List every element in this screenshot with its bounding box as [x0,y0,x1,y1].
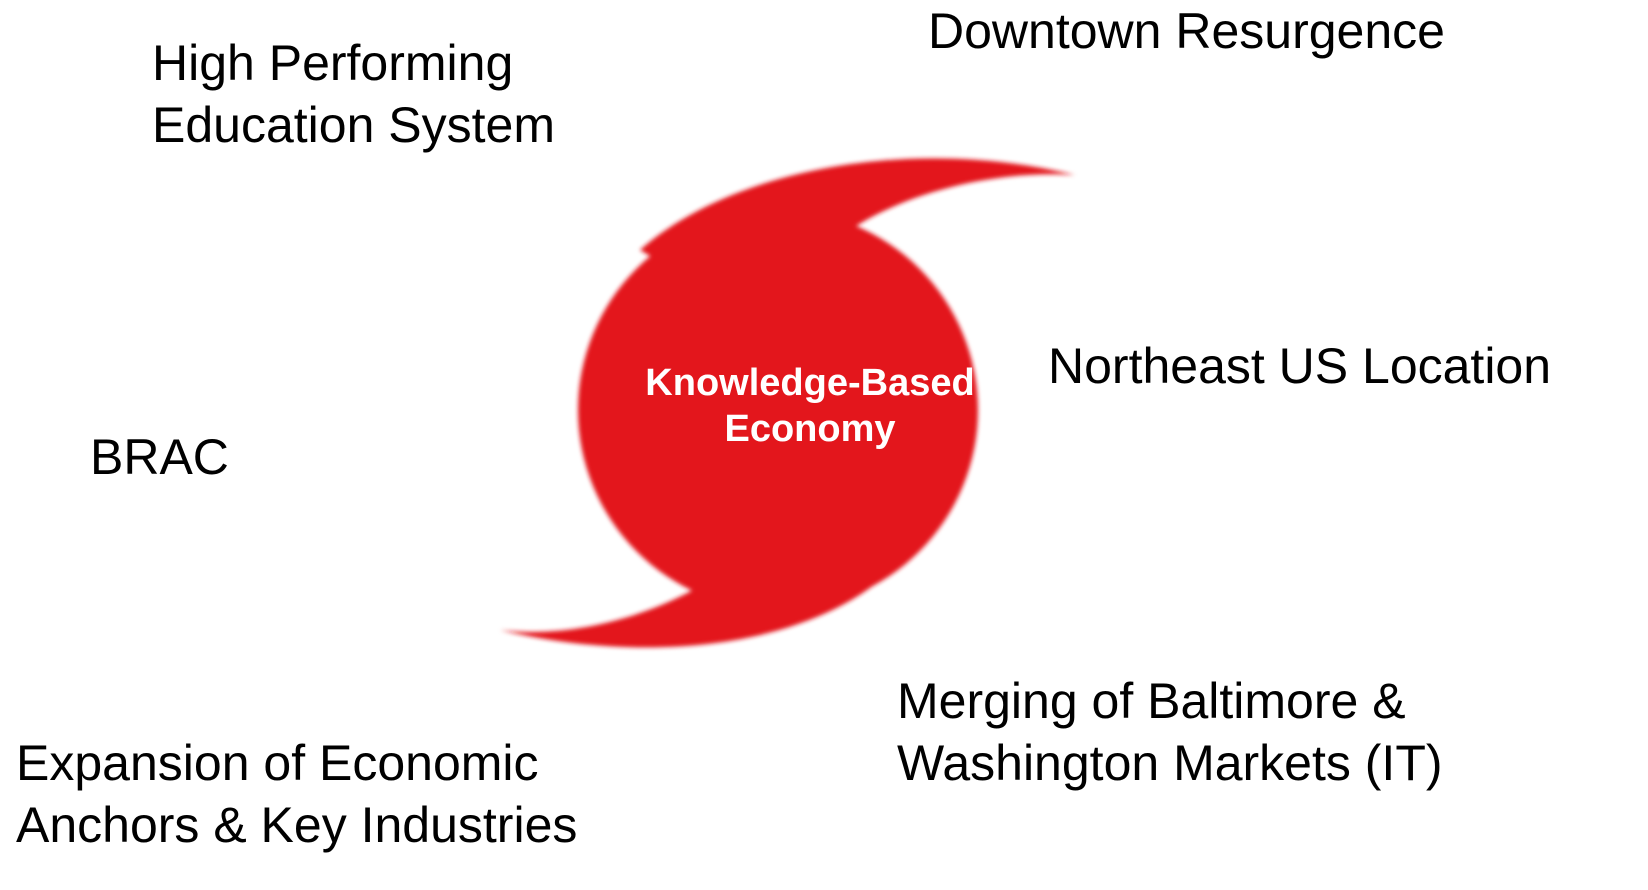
center-label-line2: Economy [724,408,896,450]
factor-merging-line1: Merging of Baltimore & [897,673,1406,729]
factor-brac: BRAC [90,426,229,488]
factor-downtown-line1: Downtown Resurgence [928,3,1445,59]
factor-education-line2: Education System [152,97,555,153]
factor-northeast: Northeast US Location [1048,335,1551,397]
factor-expansion: Expansion of Economic Anchors & Key Indu… [16,732,577,856]
factor-northeast-line1: Northeast US Location [1048,338,1552,394]
factor-education: High Performing Education System [152,32,555,156]
factor-downtown: Downtown Resurgence [928,0,1445,62]
factor-brac-line1: BRAC [90,429,229,485]
factor-expansion-line1: Expansion of Economic [16,735,539,791]
factor-expansion-line2: Anchors & Key Industries [16,797,578,853]
factor-education-line1: High Performing [152,35,514,91]
factor-merging: Merging of Baltimore & Washington Market… [897,670,1443,794]
hurricane-icon [500,158,1075,648]
center-label: Knowledge-Based Economy [590,360,1030,452]
factor-merging-line2: Washington Markets (IT) [897,735,1443,791]
center-label-line1: Knowledge-Based [645,362,975,404]
